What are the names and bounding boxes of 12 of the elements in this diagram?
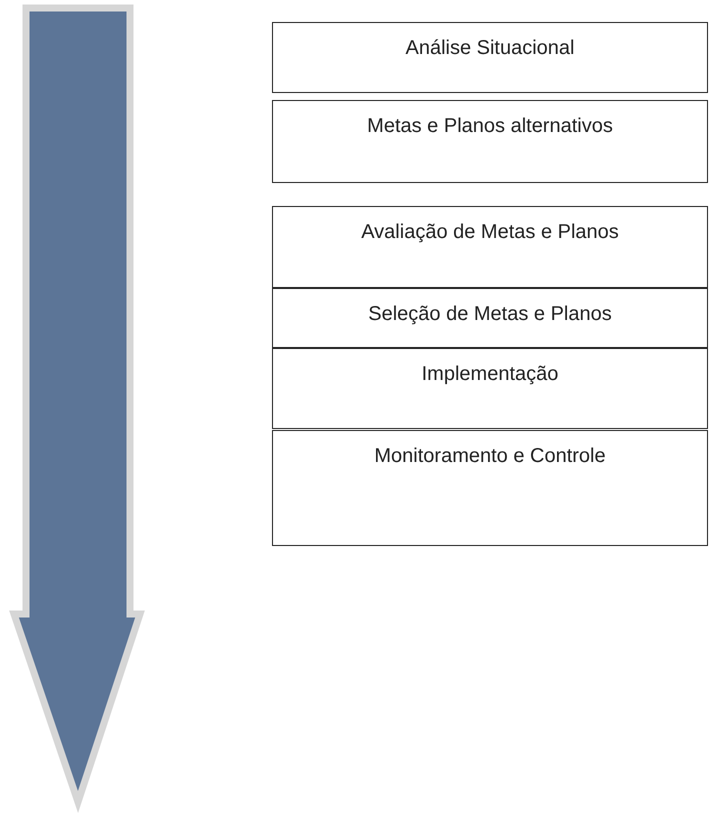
step-label: Metas e Planos alternativos <box>367 115 613 138</box>
step-label: Implementação <box>422 363 558 386</box>
process-box <box>272 288 708 348</box>
process-box <box>272 22 708 93</box>
process-box <box>272 430 708 546</box>
step-label: Análise Situacional <box>406 37 574 60</box>
step-label: Avaliação de Metas e Planos <box>361 221 619 244</box>
process-box <box>272 100 708 183</box>
process-box <box>272 206 708 288</box>
process-box <box>272 348 708 429</box>
step-label: Seleção de Metas e Planos <box>368 303 612 326</box>
step-label: Monitoramento e Controle <box>374 445 606 468</box>
